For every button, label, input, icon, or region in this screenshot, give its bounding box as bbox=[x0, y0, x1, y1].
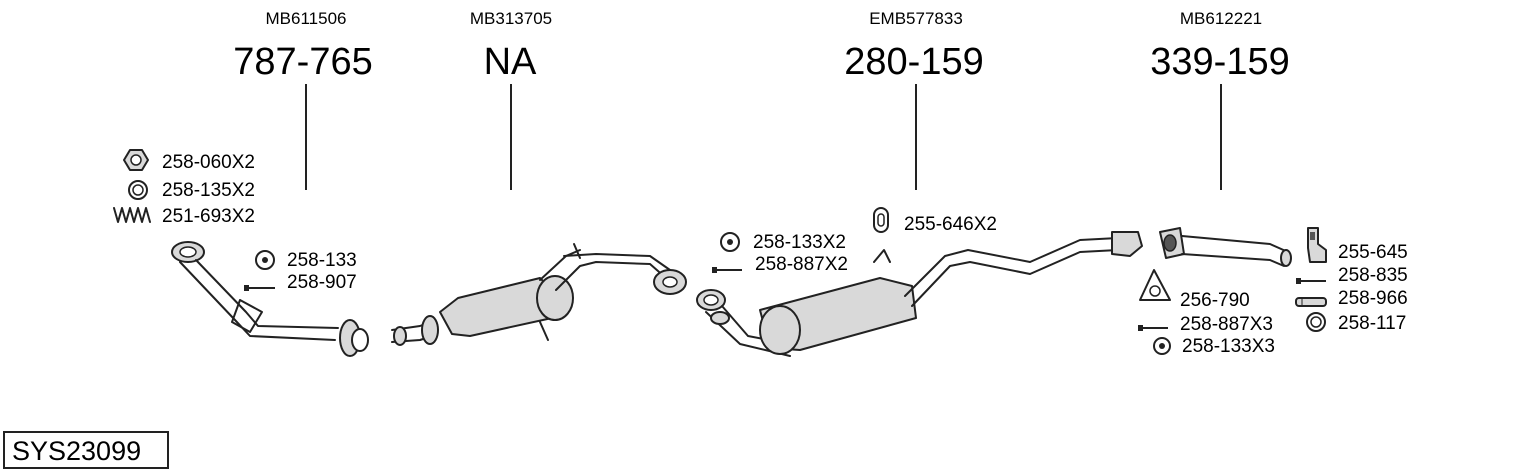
part-number-2: NA bbox=[484, 41, 537, 83]
bolt-icon bbox=[244, 285, 275, 291]
system-code-box bbox=[3, 431, 169, 469]
nut-icon bbox=[123, 149, 149, 171]
part-number-4: 339-159 bbox=[1150, 41, 1289, 83]
gasket-icon bbox=[1139, 269, 1171, 301]
accessory-label: 258-133 bbox=[287, 250, 357, 271]
bolt-icon bbox=[712, 267, 742, 273]
bracket-icon bbox=[1307, 227, 1327, 263]
accessory-label: 258-135X2 bbox=[162, 180, 255, 201]
washer-icon bbox=[255, 250, 275, 270]
accessory-label: 258-117 bbox=[1338, 313, 1406, 334]
ring-icon bbox=[1306, 312, 1326, 332]
accessory-label: 258-835 bbox=[1338, 265, 1408, 286]
oem-number-3: EMB577833 bbox=[869, 9, 963, 28]
accessory-label: 258-887X3 bbox=[1180, 314, 1273, 335]
washer-icon bbox=[1153, 337, 1171, 355]
accessory-label: 258-966 bbox=[1338, 288, 1408, 309]
accessory-label: 255-645 bbox=[1338, 242, 1408, 263]
accessory-label: 256-790 bbox=[1180, 290, 1250, 311]
part-number-3: 280-159 bbox=[844, 41, 983, 83]
accessory-label: 258-133X3 bbox=[1182, 336, 1275, 357]
oem-number-1: MB611506 bbox=[266, 9, 347, 28]
accessory-label: 251-693X2 bbox=[162, 206, 255, 227]
center-muffler bbox=[391, 243, 687, 346]
bolt-icon bbox=[1138, 325, 1168, 331]
front-pipe bbox=[171, 241, 369, 357]
accessory-label: 255-646X2 bbox=[904, 214, 997, 235]
ring-icon bbox=[128, 180, 148, 200]
rubber-mount-icon bbox=[873, 207, 889, 233]
system-code: SYS23099 bbox=[12, 436, 141, 466]
washer-icon bbox=[720, 232, 740, 252]
accessory-label: 258-133X2 bbox=[753, 232, 846, 253]
accessory-label: 258-907 bbox=[287, 272, 357, 293]
sleeve-icon bbox=[1295, 297, 1327, 307]
accessory-label: 258-060X2 bbox=[162, 152, 255, 173]
tail-pipe bbox=[1159, 227, 1292, 267]
part-number-1: 787-765 bbox=[233, 41, 372, 83]
oem-number-4: MB612221 bbox=[1180, 9, 1262, 28]
accessory-label: 258-887X2 bbox=[755, 254, 848, 275]
spring-icon bbox=[113, 207, 151, 223]
bolt-icon bbox=[1296, 278, 1326, 284]
rear-muffler bbox=[696, 231, 1143, 357]
oem-number-2: MB313705 bbox=[470, 9, 552, 28]
